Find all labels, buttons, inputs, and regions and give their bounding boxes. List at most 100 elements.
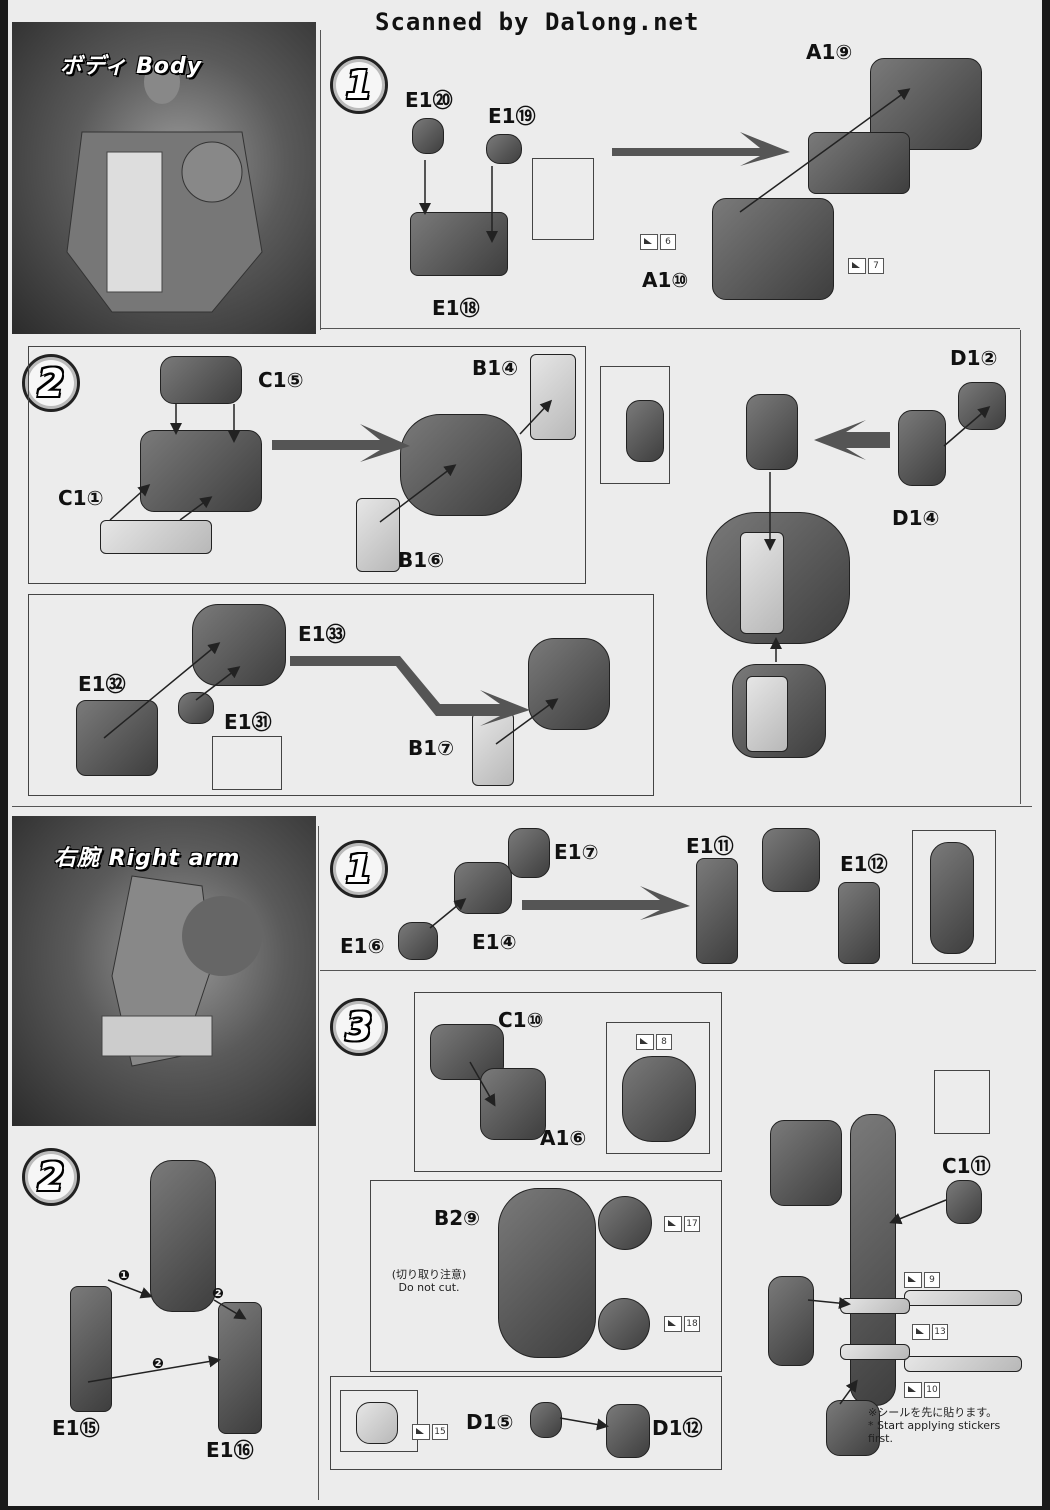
sticker-number: 18	[684, 1316, 700, 1332]
arm-silhouette	[101, 875, 262, 1067]
step3-frame-icon	[340, 1390, 418, 1452]
sticker-icon	[904, 1272, 922, 1288]
part-label-e1-31: E1㉛	[224, 710, 272, 734]
step-badge-arm-3: 3	[330, 998, 388, 1056]
part-label-d1-5: D1⑤	[466, 1410, 514, 1434]
sticker-9: 9	[904, 1272, 940, 1288]
part-e1-12	[838, 882, 880, 964]
body-reference-photo	[12, 22, 316, 334]
step2-frame-right	[600, 366, 670, 484]
callout-2a: ❷	[212, 1286, 224, 1302]
part-shoulder-joint	[762, 828, 820, 892]
step-badge-2: 2	[22, 354, 80, 412]
part-label-c1-11: C1⑪	[942, 1154, 991, 1178]
sticker-number: 9	[924, 1272, 940, 1288]
part-label-e1-19: E1⑲	[488, 104, 536, 128]
step1-frame	[320, 30, 1021, 330]
part-label-e1-6: E1⑥	[340, 934, 385, 958]
part-torso-plate	[740, 532, 784, 634]
part-label-e1-33: E1㉝	[298, 622, 346, 646]
part-label-e1-4: E1④	[472, 930, 517, 954]
do-not-cut-jp: (切り取り注意)	[391, 1268, 467, 1281]
part-label-a1-6: A1⑥	[540, 1126, 587, 1150]
part-wrist-band-lower	[840, 1344, 910, 1360]
part-label-d1-4: D1④	[892, 506, 940, 530]
step3-frame-b2-9	[370, 1180, 722, 1372]
part-label-e1-7: E1⑦	[554, 840, 599, 864]
scan-watermark: Scanned by Dalong.net	[375, 8, 700, 36]
sticker-icon	[412, 1424, 430, 1440]
detail-box-e1-31	[212, 736, 282, 790]
part-shoulder-armor	[770, 1120, 842, 1206]
right-arm-reference-photo	[12, 816, 316, 1126]
sticker-6: 6	[640, 234, 676, 250]
part-upper-arm	[150, 1160, 216, 1312]
body-silhouette	[66, 60, 263, 313]
part-label-e1-15: E1⑮	[52, 1416, 100, 1440]
sticker-17: 17	[664, 1216, 700, 1232]
part-label-b2-9: B2⑨	[434, 1206, 481, 1230]
part-label-b1-4: B1④	[472, 356, 519, 380]
part-c1-10	[430, 1024, 504, 1080]
part-label-e1-32: E1㉜	[78, 672, 126, 696]
do-not-cut-note: (切り取り注意) Do not cut.	[388, 1268, 470, 1294]
sticker-icon	[664, 1216, 682, 1232]
part-label-c1-10: C1⑩	[498, 1008, 544, 1032]
part-label-c1-5: C1⑤	[258, 368, 304, 392]
part-label-c1-1: C1①	[58, 486, 104, 510]
detail-box-ball-joint	[532, 158, 594, 240]
part-label-d1-12: D1⑫	[652, 1416, 703, 1440]
part-emblem-17	[598, 1196, 652, 1250]
part-b2-9	[498, 1188, 596, 1358]
part-e1-32	[76, 700, 158, 776]
sticker-7: 7	[848, 258, 884, 274]
part-label-e1-20: E1⑳	[405, 88, 453, 112]
part-d1-2	[958, 382, 1006, 430]
part-label-e1-11: E1⑪	[686, 834, 734, 858]
part-neck-detail	[626, 400, 664, 462]
sticker-number: 8	[656, 1034, 672, 1050]
step2-frame-top	[28, 346, 586, 584]
sticker-icon	[912, 1324, 930, 1340]
sticker-15: 15	[412, 1424, 448, 1440]
divider	[318, 826, 319, 1500]
sticker-number: 6	[660, 234, 676, 250]
part-b1-4	[530, 354, 576, 440]
sticker-icon	[636, 1034, 654, 1050]
part-elbow	[768, 1276, 814, 1366]
sticker-first-en: * Start applying stickers first.	[868, 1419, 1001, 1446]
detail-box-arm-joint	[912, 830, 996, 964]
part-e1-6	[398, 922, 438, 960]
divider	[12, 806, 1032, 807]
step3-frame-d1	[330, 1376, 722, 1470]
sticker-number: 17	[684, 1216, 700, 1232]
part-a1-10	[712, 198, 834, 300]
part-e1-16	[218, 1302, 262, 1434]
part-c1-1	[100, 520, 212, 554]
part-b1-7	[472, 712, 514, 786]
sticker-first-jp: ※シールを先に貼ります。	[868, 1406, 998, 1419]
sticker-icon	[848, 258, 866, 274]
part-sticker-strip-10	[904, 1356, 1022, 1372]
sticker-number: 10	[924, 1382, 940, 1398]
part-e1-20	[412, 118, 444, 154]
part-torso-frame	[808, 132, 910, 194]
divider	[1020, 330, 1021, 804]
part-waist	[528, 638, 610, 730]
sticker-icon	[640, 234, 658, 250]
callout-1: ❶	[118, 1268, 130, 1284]
step3-frame-helmet-detail	[606, 1022, 710, 1154]
step3-frame-helmet	[414, 992, 722, 1172]
part-d1-5	[530, 1402, 562, 1438]
step-badge-arm-1: 1	[330, 840, 388, 898]
part-e1-19	[486, 134, 522, 164]
part-e1-11	[696, 858, 738, 964]
divider	[320, 328, 1020, 329]
part-e1-31	[178, 692, 214, 724]
part-emblem-18	[598, 1298, 650, 1350]
part-c1-11	[946, 1180, 982, 1224]
callout-2b: ❷	[152, 1356, 164, 1372]
sticker-number: 13	[932, 1324, 948, 1340]
part-d1-12	[606, 1404, 650, 1458]
